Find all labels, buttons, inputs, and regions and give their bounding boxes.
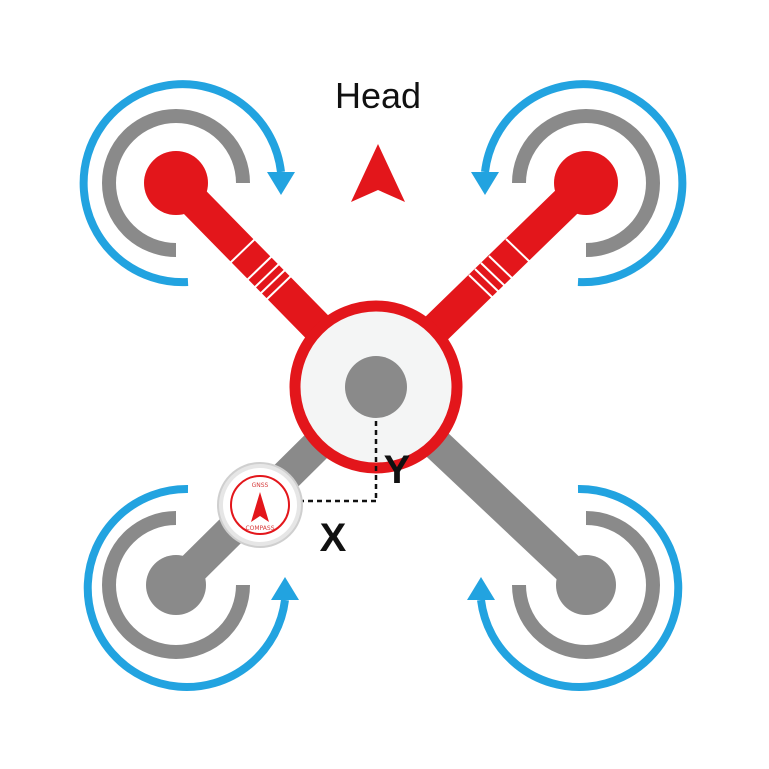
- motor-front-right: [554, 151, 618, 215]
- gps-bottom-text: COMPASS: [245, 525, 274, 532]
- prop-arc-rear-right: [512, 511, 660, 659]
- heading-indicator: Head: [335, 75, 421, 202]
- motor-rear-right: [556, 555, 616, 615]
- prop-arc-front-right: [512, 109, 660, 257]
- rotation-arrow-front-left-icon: [79, 80, 295, 287]
- rotation-arrows: [79, 80, 687, 691]
- gps-module: GNSS COMPASS: [217, 462, 303, 548]
- heading-arrow-icon: [351, 144, 405, 202]
- arm-stripes: [228, 238, 533, 301]
- center-body: [289, 300, 463, 474]
- heading-label: Head: [335, 75, 421, 116]
- propeller-arcs: [102, 109, 660, 659]
- prop-arc-front-left: [102, 109, 250, 257]
- rotation-arrow-front-right-icon: [471, 80, 687, 287]
- gps-top-text: GNSS: [252, 482, 269, 489]
- offset-dimension: [298, 421, 378, 503]
- motor-front-left: [144, 151, 208, 215]
- gps-arrow-icon: [251, 492, 269, 522]
- rotation-arrow-rear-right-icon: [467, 484, 683, 691]
- rotation-arrow-rear-left-icon: [83, 484, 299, 691]
- prop-arc-rear-left: [102, 511, 250, 659]
- center-of-gravity: [345, 356, 407, 418]
- axis-y-label: Y: [384, 448, 411, 492]
- motor-rear-left: [146, 555, 206, 615]
- axis-x-label: X: [320, 516, 347, 560]
